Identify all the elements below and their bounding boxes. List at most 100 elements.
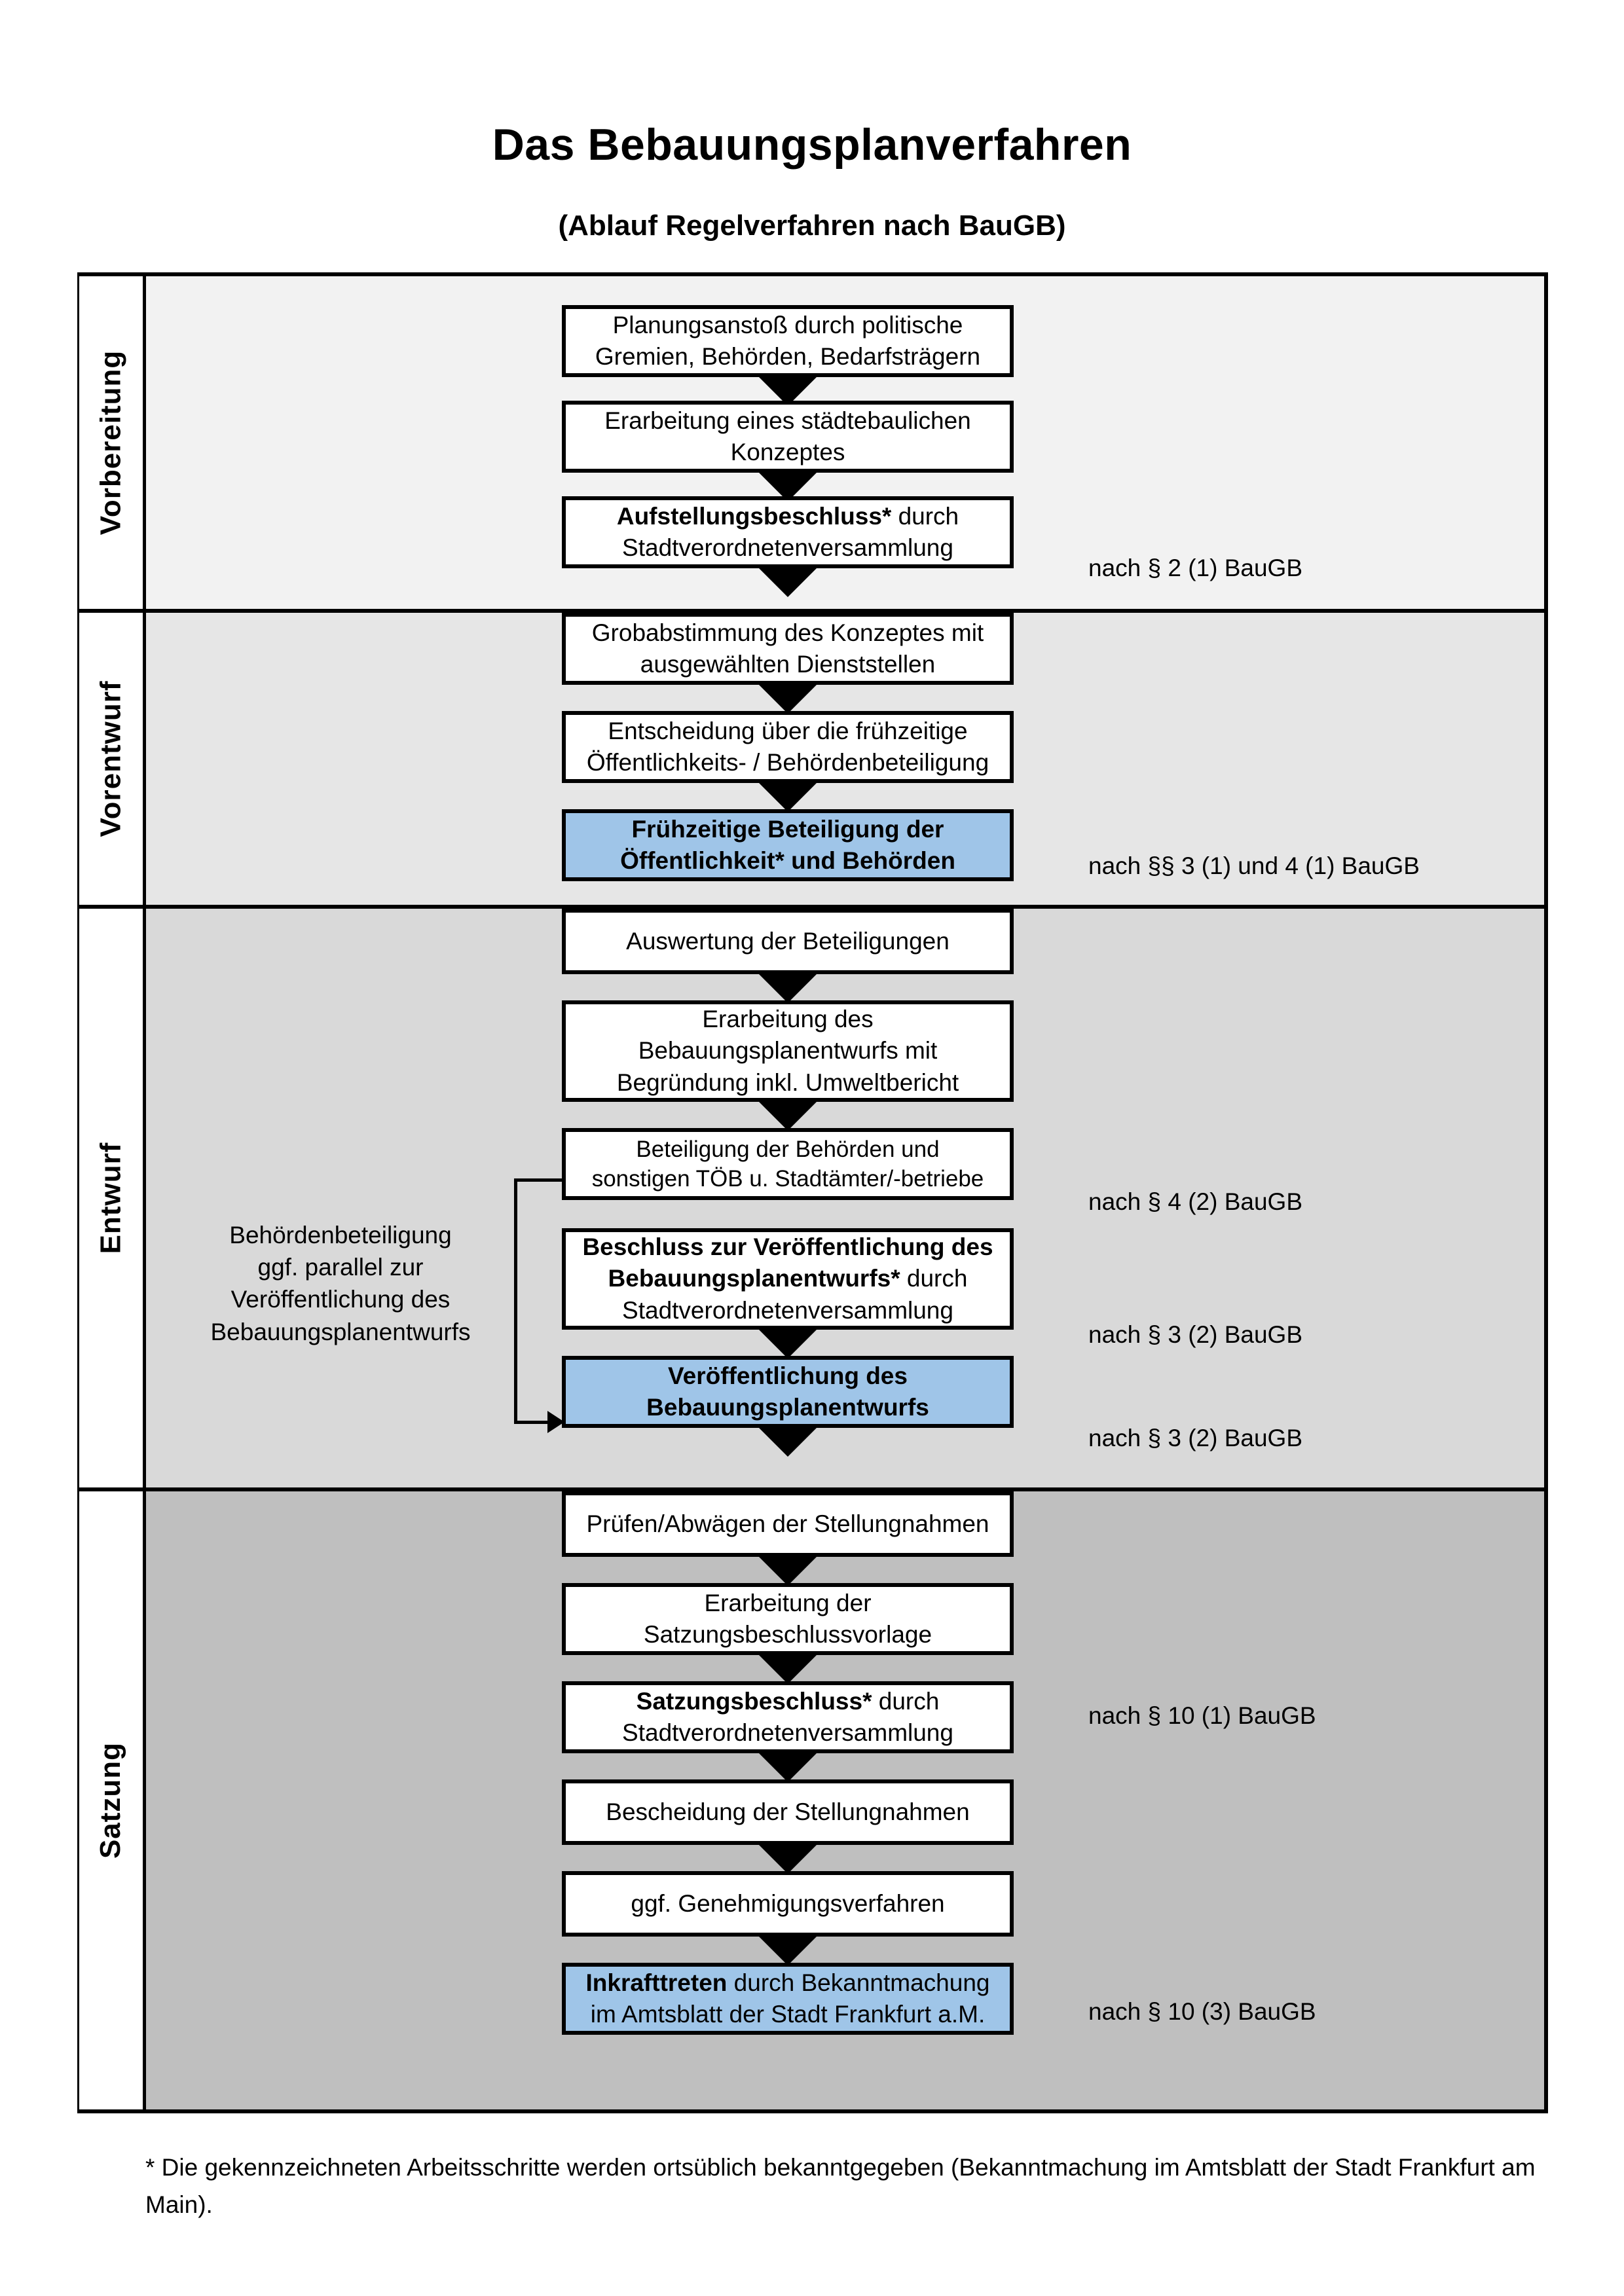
- side-annotation-line: Veröffentlichung des: [231, 1286, 451, 1313]
- legal-note-paragraph-2-1: nach § 2 (1) BauGB: [1088, 555, 1303, 581]
- flow-node-bescheidung-stellungnahmen[interactable]: Bescheidung der Stellungnahmen: [562, 1779, 1014, 1845]
- node-line: Stadtverordnetenversammlung: [622, 1296, 953, 1324]
- node-line: Stadtverordnetenversammlung: [622, 1719, 953, 1746]
- node-line-suffix: durch: [872, 1687, 940, 1715]
- node-line: Erarbeitung der: [704, 1589, 872, 1616]
- legal-note-paragraph-10-3: nach § 10 (3) BauGB: [1088, 1998, 1316, 2025]
- phase-divider-1: [79, 609, 1546, 613]
- arrow-down-icon: [756, 780, 819, 812]
- arrow-down-icon: [756, 972, 819, 1003]
- arrow-down-icon: [756, 1751, 819, 1782]
- node-line: Beteiligung der Behörden und: [636, 1136, 940, 1162]
- node-line: sonstigen TÖB u. Stadtämter/-betriebe: [591, 1166, 984, 1192]
- flow-node-planungsanstoss[interactable]: Planungsanstoß durch politische Gremien,…: [562, 305, 1014, 377]
- flow-node-auswertung-beteiligungen[interactable]: Auswertung der Beteiligungen: [562, 909, 1014, 974]
- node-line: Prüfen/Abwägen der Stellungnahmen: [586, 1510, 989, 1537]
- page-subtitle: (Ablauf Regelverfahren nach BauGB): [558, 210, 1066, 242]
- label-column-divider: [143, 272, 146, 2113]
- flow-node-aufstellungsbeschluss[interactable]: Aufstellungsbeschluss* durch Stadtverord…: [562, 496, 1014, 568]
- side-annotation-parallel-participation: Behördenbeteiligung ggf. parallel zur Ve…: [177, 1219, 504, 1348]
- node-line: Stadtverordnetenversammlung: [622, 534, 953, 561]
- node-line: Konzeptes: [730, 439, 845, 465]
- phase-divider-3: [79, 1487, 1546, 1491]
- node-line-suffix: durch: [900, 1265, 968, 1292]
- node-line-suffix: durch Bekanntmachung: [727, 1969, 990, 1996]
- node-line: im Amtsblatt der Stadt Frankfurt a.M.: [590, 2001, 986, 2028]
- node-line: Erarbeitung des: [702, 1006, 874, 1033]
- node-line: Begründung inkl. Umweltbericht: [616, 1068, 959, 1096]
- node-line-suffix: durch: [891, 502, 959, 530]
- arrow-down-icon: [756, 1099, 819, 1131]
- node-line: Bescheidung der Stellungnahmen: [606, 1798, 970, 1825]
- phase-label-vorentwurf: Vorentwurf: [79, 613, 143, 905]
- arrow-down-icon: [756, 1934, 819, 1965]
- node-line: Entscheidung über die frühzeitige: [608, 717, 968, 744]
- flow-node-pruefen-abwaegen[interactable]: Prüfen/Abwägen der Stellungnahmen: [562, 1491, 1014, 1557]
- flow-node-satzungsbeschlussvorlage[interactable]: Erarbeitung der Satzungsbeschlussvorlage: [562, 1583, 1014, 1655]
- legal-note-paragraph-10-1: nach § 10 (1) BauGB: [1088, 1702, 1316, 1729]
- flow-node-grobabstimmung[interactable]: Grobabstimmung des Konzeptes mit ausgewä…: [562, 613, 1014, 685]
- node-line-bold: Inkrafttreten: [585, 1969, 728, 1996]
- footnote-text: * Die gekennzeichneten Arbeitsschritte w…: [145, 2154, 1536, 2219]
- flow-node-inkrafttreten[interactable]: Inkrafttreten durch Bekanntmachung im Am…: [562, 1963, 1014, 2035]
- page-title: Das Bebauungsplanverfahren: [492, 120, 1132, 170]
- phase-label-vorbereitung: Vorbereitung: [79, 276, 143, 609]
- bracket-arrowhead-icon: [547, 1411, 564, 1433]
- node-line: Bebauungsplanentwurfs: [646, 1394, 929, 1421]
- phase-label-text: Vorentwurf: [94, 680, 127, 837]
- node-line-bold: Aufstellungsbeschluss*: [616, 502, 892, 530]
- node-line: Gremien, Behörden, Bedarfsträgern: [595, 343, 981, 370]
- arrow-down-icon: [756, 1327, 819, 1358]
- legal-note-paragraph-4-2: nach § 4 (2) BauGB: [1088, 1188, 1303, 1215]
- node-line: Veröffentlichung des: [668, 1362, 908, 1389]
- node-line: Öffentlichkeits- / Behördenbeteiligung: [586, 749, 989, 776]
- flow-node-beschluss-veroeffentlichung[interactable]: Beschluss zur Veröffentlichung des Bebau…: [562, 1228, 1014, 1330]
- arrow-down-icon: [756, 1554, 819, 1586]
- phase-divider-2: [79, 905, 1546, 909]
- flow-node-satzungsbeschluss[interactable]: Satzungsbeschluss* durch Stadtverordnete…: [562, 1681, 1014, 1753]
- node-line: Öffentlichkeit* und Behörden: [620, 847, 955, 874]
- flow-node-beteiligung-behoerden-toeb[interactable]: Beteiligung der Behörden und sonstigen T…: [562, 1128, 1014, 1200]
- arrow-down-icon: [756, 682, 819, 714]
- bracket-connector-bottom: [514, 1421, 550, 1424]
- flow-node-erarbeitung-bebauungsplanentwurf[interactable]: Erarbeitung des Bebauungsplanentwurfs mi…: [562, 1000, 1014, 1102]
- node-line: Satzungsbeschlussvorlage: [643, 1621, 932, 1648]
- phase-label-text: Satzung: [94, 1741, 127, 1859]
- node-line-bold: Bebauungsplanentwurfs*: [608, 1265, 900, 1292]
- side-annotation-line: ggf. parallel zur: [257, 1254, 424, 1281]
- flow-node-veroeffentlichung-bebauungsplanentwurf[interactable]: Veröffentlichung des Bebauungsplanentwur…: [562, 1356, 1014, 1428]
- phase-label-text: Entwurf: [94, 1142, 127, 1254]
- node-line: Planungsanstoß durch politische: [612, 311, 963, 338]
- legal-note-paragraph-3-1-4-1: nach §§ 3 (1) und 4 (1) BauGB: [1088, 852, 1420, 879]
- phase-label-entwurf: Entwurf: [79, 909, 143, 1487]
- flow-node-entscheidung-fruehzeitige-beteiligung[interactable]: Entscheidung über die frühzeitige Öffent…: [562, 711, 1014, 783]
- flow-node-fruehzeitige-beteiligung[interactable]: Frühzeitige Beteiligung der Öffentlichke…: [562, 809, 1014, 881]
- flow-node-genehmigungsverfahren[interactable]: ggf. Genehmigungsverfahren: [562, 1871, 1014, 1937]
- bracket-connector-vertical: [514, 1178, 517, 1424]
- legal-note-paragraph-3-2-a: nach § 3 (2) BauGB: [1088, 1321, 1303, 1348]
- node-line: Bebauungsplanentwurfs* durch: [608, 1263, 968, 1294]
- node-line: Grobabstimmung des Konzeptes mit: [591, 619, 984, 646]
- flow-node-staedtebauliches-konzept[interactable]: Erarbeitung eines städtebaulichen Konzep…: [562, 401, 1014, 473]
- phase-label-text: Vorbereitung: [94, 350, 127, 536]
- node-line: Auswertung der Beteiligungen: [626, 927, 950, 955]
- bracket-connector-top: [514, 1178, 563, 1182]
- node-line: ggf. Genehmigungsverfahren: [631, 1889, 945, 1917]
- arrow-down-icon: [756, 1652, 819, 1684]
- node-line: Frühzeitige Beteiligung der: [631, 815, 944, 843]
- node-line: Satzungsbeschluss* durch: [637, 1686, 940, 1717]
- side-annotation-line: Bebauungsplanentwurfs: [210, 1318, 471, 1345]
- node-line-bold: Satzungsbeschluss*: [636, 1687, 872, 1715]
- arrow-down-icon: [756, 1842, 819, 1874]
- arrow-down-icon: [756, 566, 819, 597]
- side-annotation-line: Behördenbeteiligung: [229, 1222, 452, 1248]
- node-line: Aufstellungsbeschluss* durch: [617, 501, 959, 532]
- node-line: Inkrafttreten durch Bekanntmachung: [586, 1967, 990, 1999]
- node-line: ausgewählten Dienststellen: [640, 651, 936, 678]
- legal-note-paragraph-3-2-b: nach § 3 (2) BauGB: [1088, 1425, 1303, 1451]
- phase-label-satzung: Satzung: [79, 1491, 143, 2109]
- node-line: Bebauungsplanentwurfs mit: [638, 1037, 938, 1065]
- arrow-down-icon: [756, 1425, 819, 1457]
- node-line: Beschluss zur Veröffentlichung des: [582, 1233, 993, 1261]
- node-line: Erarbeitung eines städtebaulichen: [604, 407, 971, 434]
